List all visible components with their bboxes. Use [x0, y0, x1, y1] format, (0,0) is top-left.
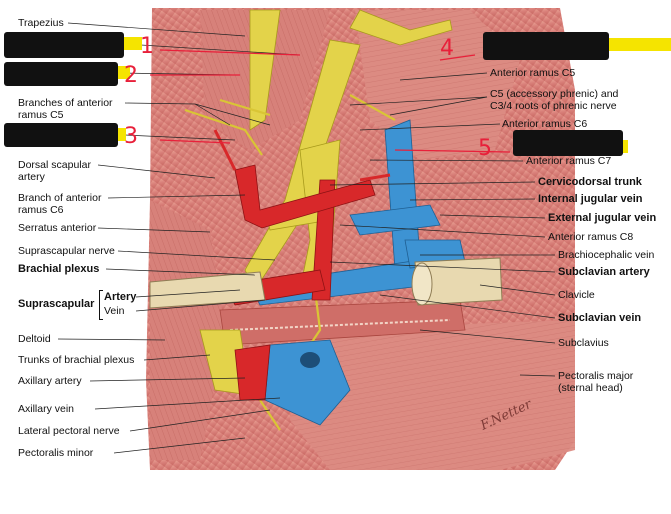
- label-anterior-ramus-c8: Anterior ramus C8: [548, 231, 634, 243]
- label-clavicle: Clavicle: [558, 289, 595, 301]
- label-artery: Artery: [104, 291, 137, 303]
- marker-number-2: 2: [124, 63, 138, 88]
- label-external-jugular-vein: External jugular vein: [548, 212, 657, 224]
- label-branch-anterior-ramus-c6: Branch of anterior ramus C6: [18, 192, 102, 216]
- label-trapezius: Trapezius: [18, 17, 64, 29]
- label-trunks-brachial-plexus: Trunks of brachial plexus: [18, 354, 135, 366]
- label-c5-accessory-phrenic: C5 (accessory phrenic) and C3/4 roots of…: [490, 88, 619, 112]
- label-cervicodorsal-trunk: Cervicodorsal trunk: [538, 176, 642, 188]
- label-dorsal-scapular-artery: Dorsal scapular artery: [18, 159, 91, 183]
- label-brachiocephalic-vein: Brachiocephalic vein: [558, 249, 655, 261]
- highlight-4: [602, 38, 671, 51]
- redaction-box-5: [513, 130, 623, 156]
- label-lateral-pectoral-nerve: Lateral pectoral nerve: [18, 425, 120, 437]
- label-anterior-ramus-c5: Anterior ramus C5: [490, 67, 576, 79]
- label-brachial-plexus: Brachial plexus: [18, 263, 100, 275]
- label-axillary-artery: Axillary artery: [18, 375, 82, 387]
- label-suprascapular: Suprascapular: [18, 298, 95, 310]
- label-subclavian-vein: Subclavian vein: [558, 312, 642, 324]
- label-axillary-vein: Axillary vein: [18, 403, 75, 415]
- label-branches-anterior-rami: Branches of anterior ramus C5: [18, 97, 113, 121]
- redaction-box-4: [483, 32, 609, 60]
- label-subclavius: Subclavius: [558, 337, 609, 349]
- label-pectoralis-minor: Pectoralis minor: [18, 447, 94, 459]
- redaction-box-1: [4, 32, 124, 58]
- label-pectoralis-major: Pectoralis major (sternal head): [558, 370, 634, 394]
- label-vein: Vein: [104, 305, 125, 317]
- redaction-box-2: [4, 62, 118, 86]
- redaction-box-3: [4, 123, 118, 147]
- marker-number-1: 1: [140, 34, 154, 59]
- marker-number-5: 5: [478, 136, 492, 161]
- label-subclavian-artery: Subclavian artery: [558, 266, 650, 278]
- label-anterior-ramus-c7: Anterior ramus C7: [526, 155, 612, 167]
- label-suprascapular-nerve: Suprascapular nerve: [18, 245, 115, 257]
- label-anterior-ramus-c6: Anterior ramus C6: [502, 118, 588, 130]
- suprascapular-bracket: [99, 290, 103, 320]
- marker-number-3: 3: [124, 124, 138, 149]
- highlight-1: [118, 37, 142, 50]
- label-internal-jugular-vein: Internal jugular vein: [538, 193, 643, 205]
- label-serratus-anterior: Serratus anterior: [18, 222, 97, 234]
- highlight-5: [618, 140, 628, 153]
- marker-number-4: 4: [440, 36, 454, 61]
- label-deltoid: Deltoid: [18, 333, 51, 345]
